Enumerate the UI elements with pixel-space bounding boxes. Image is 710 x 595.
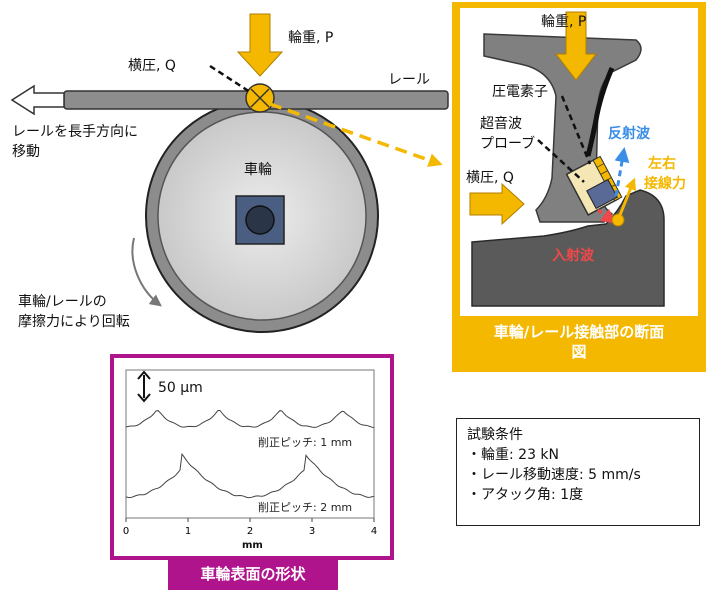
profile-curve-2mm — [125, 452, 375, 499]
load-p-arrow — [236, 13, 284, 77]
condition-item-angle: ・アタック角: 1度 — [467, 487, 584, 503]
contact-force-line1: 左右 — [647, 155, 676, 172]
left-lateral-label: 横圧, Q — [128, 58, 176, 74]
incident-label: 入射波 — [552, 247, 595, 264]
rotation-line2: 摩擦力により回転 — [18, 313, 130, 330]
reflected-label: 反射波 — [608, 125, 651, 142]
x-axis: 0 1 2 3 4 — [123, 518, 377, 537]
profile-caption-bar — [168, 558, 338, 590]
x-tick-label-3: 3 — [309, 526, 315, 537]
section-lateral-label: 横圧, Q — [466, 170, 514, 186]
left-load-label: 輪重, P — [288, 29, 333, 46]
section-lateral-arrow — [469, 182, 525, 226]
piezo-label: 圧電素子 — [492, 84, 548, 100]
x-tick-label-4: 4 — [371, 526, 377, 537]
movement-arrow — [10, 84, 65, 116]
piezo-leader — [560, 95, 592, 165]
rotation-arrow — [131, 237, 162, 307]
section-caption: 車輪/レール接触部の断面 図 — [452, 322, 706, 362]
axle — [245, 205, 275, 235]
section-caption-bar — [452, 316, 706, 372]
wheel-label: 車輪 — [244, 161, 272, 178]
x-tick-label-1: 1 — [185, 526, 191, 537]
scale-label: 50 μm — [158, 380, 203, 396]
x-tick-label-2: 2 — [247, 526, 253, 537]
contact-force-line2: 接線力 — [644, 175, 686, 192]
pitch-1mm-label: 削正ピッチ: 1 mm — [258, 435, 352, 449]
move-dir-line1: レールを長手方向に — [12, 124, 138, 140]
probe-cable — [585, 67, 615, 157]
section-caption-line2: 図 — [571, 343, 587, 361]
condition-item-speed: ・レール移動速度: 5 mm/s — [467, 467, 641, 483]
x-tick-label-0: 0 — [123, 526, 129, 537]
wedge-block — [586, 178, 618, 210]
probe-label-line1: 超音波 — [480, 115, 522, 132]
move-dir-line2: 移動 — [12, 144, 40, 160]
detail-pointer-arrow — [269, 102, 443, 167]
condition-item-load: ・輪重: 23 kN — [467, 447, 560, 463]
pitch-2mm-label: 削正ピッチ: 2 mm — [258, 500, 352, 514]
incident-wave-arrow — [597, 208, 617, 224]
section-load-arrow — [554, 11, 598, 81]
rail-section — [483, 33, 642, 223]
conditions-title: 試験条件 — [467, 427, 523, 443]
q-leader — [209, 64, 251, 94]
section-caption-line1: 車輪/レール接触部の断面 — [493, 323, 665, 341]
section-load-label: 輪重, P — [541, 13, 586, 30]
probe-label-line2: プローブ — [480, 135, 535, 152]
rotation-line1: 車輪/レールの — [18, 293, 107, 310]
rail-label: レール — [388, 72, 430, 88]
profile-curve-1mm — [125, 410, 375, 429]
profile-plot-area — [125, 369, 375, 519]
test-conditions-box: 試験条件 ・輪重: 23 kN ・レール移動速度: 5 mm/s ・アタック角:… — [456, 418, 700, 526]
contact-point-icon — [245, 83, 275, 113]
x-unit-label: mm — [242, 540, 263, 551]
probe-leader — [537, 139, 585, 183]
profile-caption: 車輪表面の形状 — [200, 565, 306, 583]
wheel — [145, 99, 379, 333]
contact-force-arrow — [616, 177, 637, 221]
axle-box — [235, 195, 285, 245]
reflected-wave-arrow — [614, 147, 630, 197]
